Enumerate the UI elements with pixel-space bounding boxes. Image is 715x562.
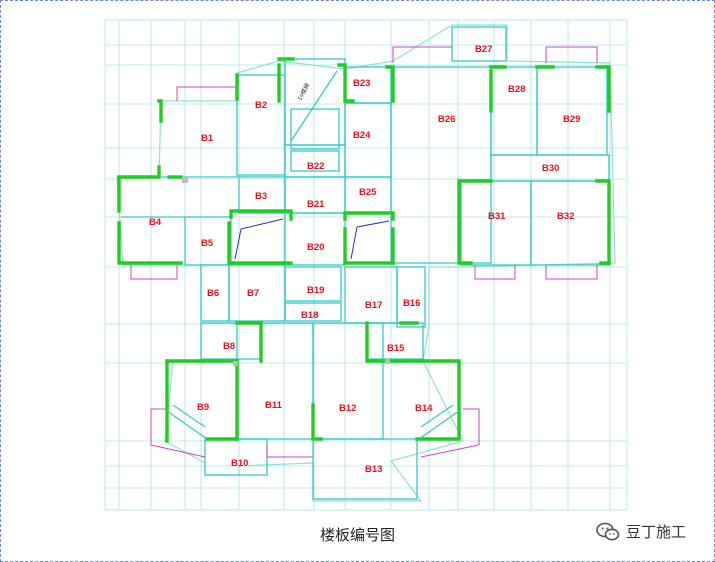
- beam-lines: [116, 24, 616, 502]
- slab-label-b6: B6: [207, 288, 219, 299]
- slab-label-b28: B28: [508, 84, 525, 95]
- drawing-caption: 楼板编号图: [320, 526, 396, 544]
- slab-label-b26: B26: [438, 114, 455, 125]
- balcony-lines: [130, 46, 598, 458]
- slab-label-b19: B19: [307, 285, 324, 296]
- shear-walls: [117, 57, 611, 443]
- slab-label-b20: B20: [307, 242, 324, 253]
- slab-label-b13: B13: [365, 464, 382, 475]
- slab-label-b4: B4: [149, 217, 162, 228]
- slab-label-b22: B22: [307, 161, 324, 172]
- slab-label-b21: B21: [307, 199, 325, 210]
- slab-label-b29: B29: [563, 114, 580, 125]
- detail-lines: [166, 70, 460, 440]
- slab-label-b1: B1: [201, 133, 214, 144]
- wechat-icon: [596, 522, 620, 540]
- construction-grid: [104, 19, 628, 511]
- slab-label-b9: B9: [197, 402, 209, 413]
- slab-label-b16: B16: [403, 298, 420, 309]
- watermark-text: 豆丁施工: [626, 523, 687, 541]
- slab-label-b30: B30: [542, 163, 559, 174]
- slab-label-b11: B11: [265, 400, 283, 411]
- slab-label-b3: B3: [255, 191, 267, 202]
- slab-label-b17: B17: [365, 300, 382, 311]
- slab-label-b14: B14: [415, 403, 433, 414]
- slab-label-b12: B12: [339, 403, 356, 414]
- slab-label-b15: B15: [387, 343, 405, 354]
- slab-label-b23: B23: [353, 78, 370, 89]
- slab-label-b8: B8: [223, 341, 235, 352]
- slab-label-b31: B31: [488, 211, 506, 222]
- slab-label-b32: B32: [557, 211, 574, 222]
- slab-label-b18: B18: [301, 310, 318, 321]
- stair-note: 1#楼梯: [296, 82, 312, 102]
- slab-labels: B1 B2 B3 B4 B5 B6 B7 B8 B9 B10 B11 B12 B…: [149, 44, 580, 475]
- slab-label-b27: B27: [475, 44, 492, 55]
- slab-label-b10: B10: [231, 458, 248, 469]
- slab-label-b2: B2: [255, 100, 267, 111]
- slab-label-b7: B7: [247, 288, 259, 299]
- slab-label-b24: B24: [353, 130, 371, 141]
- slab-label-b5: B5: [201, 238, 214, 249]
- watermark: 豆丁施工: [596, 521, 686, 542]
- slab-label-b25: B25: [359, 187, 377, 198]
